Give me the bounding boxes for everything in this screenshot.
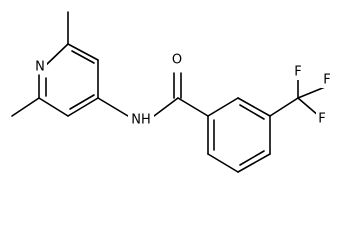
bond-c2-c3 (67, 43, 99, 61)
carbonyl-oxygen-label: O (172, 53, 182, 68)
bond-b5-b6-inner (239, 104, 265, 120)
bond-methyl-bottom (11, 97, 40, 117)
bond-carbonyl-benzene (177, 97, 209, 117)
bond-cf3-f-bottom (297, 97, 320, 117)
bond-nh-carbonyl (153, 97, 179, 117)
benzene-ring (207, 97, 271, 173)
f-right-label-mask (321, 72, 333, 88)
amide-linkage (97, 72, 209, 117)
bond-b3-b4 (237, 153, 271, 173)
pyridine-ring (11, 11, 99, 117)
molecule-diagram: N NH O F F F (11, 11, 333, 173)
fluorine-bottom-label: F (318, 112, 325, 127)
bond-b6-b1 (207, 97, 239, 117)
trifluoromethyl-group (269, 79, 326, 117)
bond-n-c2 (44, 43, 69, 67)
nh-label-mask (128, 111, 154, 128)
f-bottom-label-mask (316, 111, 328, 127)
bond-c5-c6 (38, 97, 69, 117)
bond-c2-c3-inner (71, 50, 95, 64)
bond-c4-c5 (67, 97, 99, 117)
bond-c4-c5-inner (69, 94, 95, 110)
f-top-label-mask (292, 64, 304, 80)
bond-cf3-f-right (297, 86, 326, 99)
pyridine-nitrogen-label: N (35, 60, 45, 75)
o-label-mask (170, 51, 184, 68)
fluorine-top-label: F (294, 65, 301, 80)
bond-benzene-cf3 (269, 97, 299, 117)
bond-b2-b3 (207, 153, 239, 173)
structure-canvas: N NH O F F F (11, 11, 333, 173)
bond-c4-nh (97, 97, 129, 117)
bond-b3-b4-inner (239, 150, 265, 166)
bond-b5-b6 (237, 97, 271, 117)
fluorine-right-label: F (323, 73, 330, 88)
amide-nh-label: NH (131, 113, 151, 128)
n-label-mask (33, 58, 47, 74)
